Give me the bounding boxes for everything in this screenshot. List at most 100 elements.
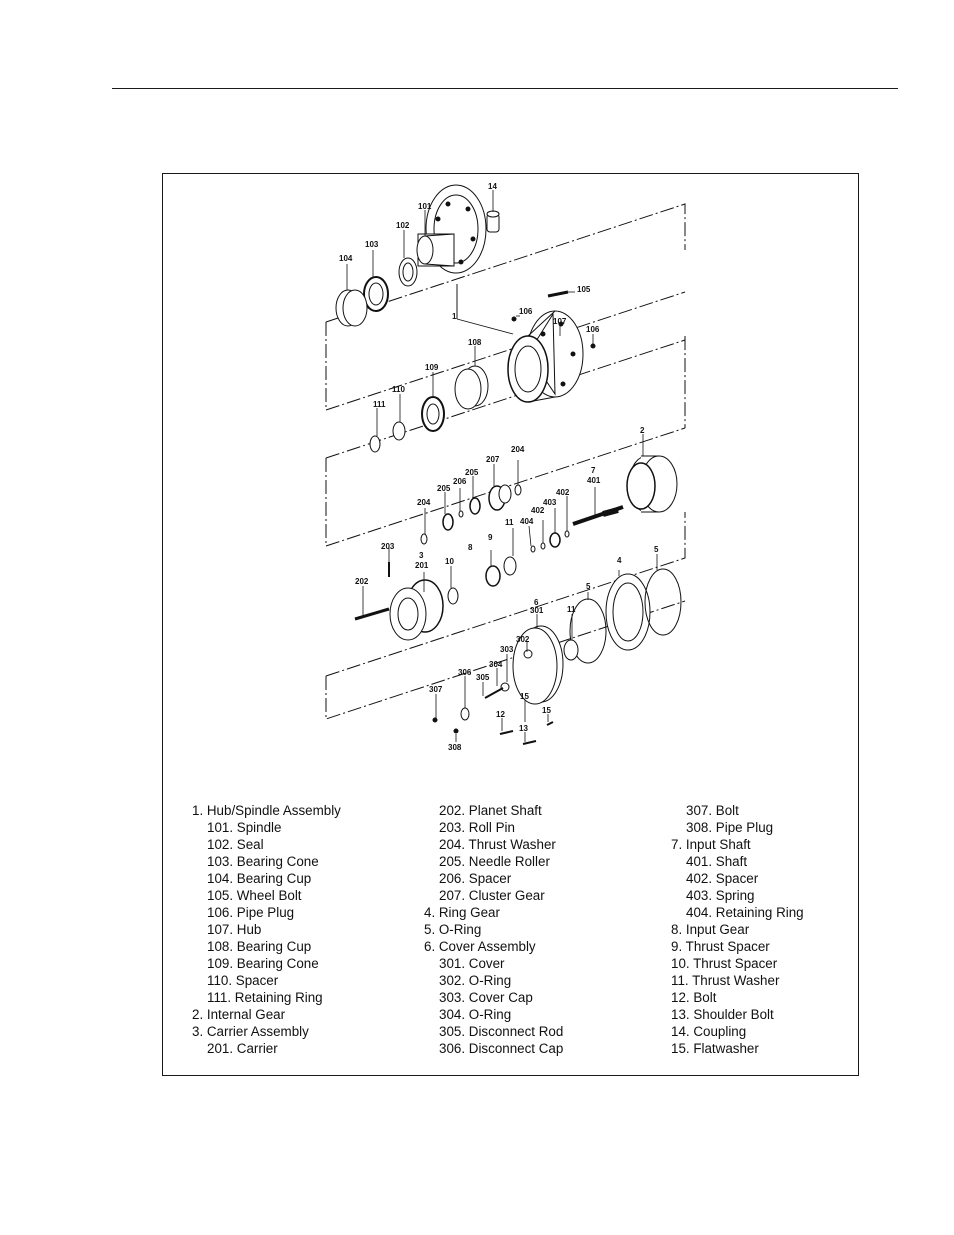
label-10: 10 bbox=[445, 557, 454, 566]
pipe-plug-106 bbox=[590, 343, 596, 349]
legend-item: 401. Shaft bbox=[686, 854, 748, 869]
input-shaft-part bbox=[572, 505, 624, 526]
legend-item: 102. Seal bbox=[207, 837, 264, 852]
label-5-b: 5 bbox=[586, 582, 591, 591]
legend-item: 205. Needle Roller bbox=[439, 854, 550, 869]
label-5-a: 5 bbox=[654, 545, 659, 554]
legend-item: 106. Pipe Plug bbox=[207, 905, 295, 920]
label-7: 7 bbox=[591, 466, 596, 475]
legend-item: 12. Bolt bbox=[671, 990, 717, 1005]
coupling-part bbox=[486, 210, 500, 233]
label-107: 107 bbox=[553, 317, 567, 326]
legend-item: 3. Carrier Assembly bbox=[192, 1024, 309, 1039]
label-9: 9 bbox=[488, 533, 493, 542]
assembly-plane-lines bbox=[325, 203, 686, 720]
label-110: 110 bbox=[392, 385, 405, 394]
label-8: 8 bbox=[468, 543, 473, 552]
bearing-cup-104 bbox=[335, 289, 368, 327]
label-205-b: 205 bbox=[437, 484, 451, 493]
label-403: 403 bbox=[543, 498, 557, 507]
legend-item: 6. Cover Assembly bbox=[424, 939, 536, 954]
legend-item: 204. Thrust Washer bbox=[439, 837, 556, 852]
label-4: 4 bbox=[617, 556, 622, 565]
legend-item: 13. Shoulder Bolt bbox=[671, 1007, 774, 1022]
label-306: 306 bbox=[458, 668, 472, 677]
label-203: 203 bbox=[381, 542, 395, 551]
legend-item: 202. Planet Shaft bbox=[439, 803, 542, 818]
label-402-b: 402 bbox=[531, 506, 545, 515]
label-111: 111 bbox=[373, 400, 386, 409]
legend-item: 4. Ring Gear bbox=[424, 905, 500, 920]
legend-item: 11. Thrust Washer bbox=[671, 973, 780, 988]
cover-part bbox=[512, 625, 564, 705]
label-108: 108 bbox=[468, 338, 482, 347]
label-101: 101 bbox=[418, 202, 432, 211]
label-109: 109 bbox=[425, 363, 439, 372]
planet-shaft-part bbox=[354, 607, 390, 621]
legend-item: 103. Bearing Cone bbox=[207, 854, 319, 869]
legend-item: 402. Spacer bbox=[686, 871, 759, 886]
legend-item: 206. Spacer bbox=[439, 871, 512, 886]
bearing-cone-109 bbox=[421, 396, 445, 432]
legend-item: 1. Hub/Spindle Assembly bbox=[192, 803, 341, 818]
legend-item: 303. Cover Cap bbox=[439, 990, 533, 1005]
carrier-part bbox=[389, 579, 444, 641]
label-402-a: 402 bbox=[556, 488, 570, 497]
legend-item: 109. Bearing Cone bbox=[207, 956, 319, 971]
cluster-gear-part bbox=[488, 484, 512, 511]
legend-item: 308. Pipe Plug bbox=[686, 820, 774, 835]
label-102: 102 bbox=[396, 221, 410, 230]
label-6: 6 bbox=[534, 598, 539, 607]
label-303: 303 bbox=[500, 645, 514, 654]
label-308: 308 bbox=[448, 743, 462, 752]
label-103: 103 bbox=[365, 240, 379, 249]
label-204-b: 204 bbox=[417, 498, 431, 507]
label-106-b: 106 bbox=[586, 325, 600, 334]
hub-part bbox=[507, 310, 584, 403]
legend-item: 201. Carrier bbox=[207, 1041, 278, 1056]
legend-item: 306. Disconnect Cap bbox=[439, 1041, 564, 1056]
label-13: 13 bbox=[519, 724, 528, 733]
legend-item: 305. Disconnect Rod bbox=[439, 1024, 564, 1039]
label-15-b: 15 bbox=[542, 706, 551, 715]
legend-item: 104. Bearing Cup bbox=[207, 871, 312, 886]
legend-item: 403. Spring bbox=[686, 888, 755, 903]
label-1: 1 bbox=[452, 312, 457, 321]
label-205-a: 205 bbox=[465, 468, 479, 477]
label-11-a: 11 bbox=[505, 518, 514, 527]
legend-item: 2. Internal Gear bbox=[192, 1007, 286, 1022]
label-14: 14 bbox=[488, 182, 497, 191]
header-rule bbox=[112, 88, 898, 89]
legend-item: 304. O-Ring bbox=[439, 1007, 512, 1022]
label-11-b: 11 bbox=[567, 605, 576, 614]
label-202: 202 bbox=[355, 577, 369, 586]
label-401: 401 bbox=[587, 476, 601, 485]
thrust-spacer-10 bbox=[447, 587, 459, 605]
legend-item: 107. Hub bbox=[207, 922, 262, 937]
label-106-a: 106 bbox=[519, 307, 533, 316]
ring-gear-part bbox=[605, 573, 651, 651]
legend-item: 14. Coupling bbox=[671, 1024, 747, 1039]
thrust-washer-11 bbox=[563, 639, 579, 661]
label-404: 404 bbox=[520, 517, 534, 526]
spacer-110 bbox=[392, 421, 406, 441]
legend-item: 7. Input Shaft bbox=[671, 837, 751, 852]
label-301: 301 bbox=[530, 606, 544, 615]
legend-item: 207. Cluster Gear bbox=[439, 888, 545, 903]
legend-item: 108. Bearing Cup bbox=[207, 939, 312, 954]
label-105: 105 bbox=[577, 285, 591, 294]
legend-item: 10. Thrust Spacer bbox=[671, 956, 778, 971]
o-ring-5 bbox=[644, 568, 682, 636]
label-207: 207 bbox=[486, 455, 500, 464]
label-204-a: 204 bbox=[511, 445, 525, 454]
legend-item: 8. Input Gear bbox=[671, 922, 750, 937]
label-12: 12 bbox=[496, 710, 505, 719]
legend-item: 101. Spindle bbox=[207, 820, 282, 835]
wheel-bolt-part bbox=[547, 290, 569, 298]
legend-item: 9. Thrust Spacer bbox=[671, 939, 770, 954]
retaining-ring-111 bbox=[369, 435, 381, 453]
label-201: 201 bbox=[415, 561, 429, 570]
legend-item: 301. Cover bbox=[439, 956, 505, 971]
